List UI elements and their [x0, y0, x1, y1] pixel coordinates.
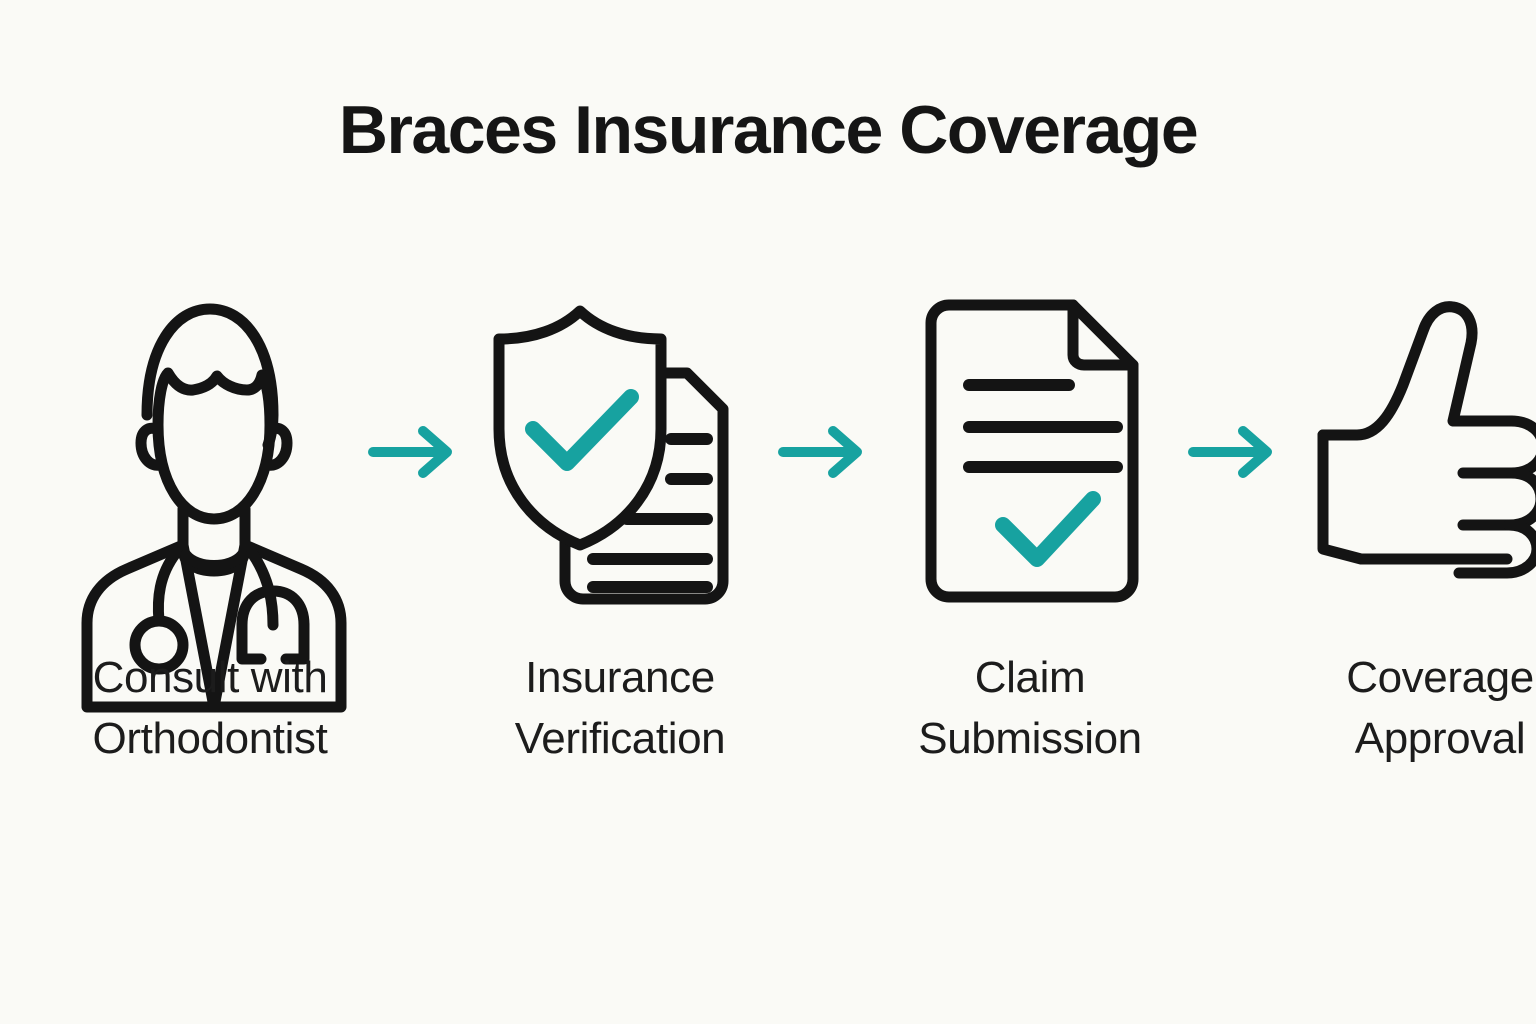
step-4-label-line1: Coverage: [1346, 653, 1534, 702]
step-1-label-line1: Consult with: [92, 653, 328, 702]
step-3-icon-document-check-icon: [880, 282, 1180, 622]
step-2-label-line2: Verification: [514, 713, 726, 763]
step-4-label-line2: Approval: [1354, 713, 1526, 763]
step-3-label-line2: Submission: [918, 713, 1142, 763]
process-flow: [60, 282, 1536, 713]
step-2-icon-shield-check-document-icon: [470, 282, 770, 622]
flow-arrow-2-arrow-right-icon: [770, 417, 880, 487]
flow-arrow-3-arrow-right-icon: [1180, 417, 1290, 487]
flow-arrow-1-arrow-right-icon: [360, 417, 470, 487]
step-labels-row: Consult with Orthodontist Insurance Veri…: [60, 648, 1535, 769]
page-title: Braces Insurance Coverage: [338, 92, 1199, 168]
step-3-label-line1: Claim: [974, 653, 1086, 702]
step-2-label-line1: Insurance: [525, 653, 715, 702]
step-1-label: Consult with Orthodontist: [60, 648, 360, 769]
step-4-label: Coverage Approval: [1290, 648, 1536, 769]
step-4-icon-thumbs-up-icon: [1290, 282, 1536, 622]
step-1-label-line2: Orthodontist: [92, 713, 328, 763]
step-2-label: Insurance Verification: [470, 648, 770, 769]
step-1-icon-doctor-orthodontist-icon: [60, 282, 360, 713]
step-3-label: Claim Submission: [880, 648, 1180, 769]
